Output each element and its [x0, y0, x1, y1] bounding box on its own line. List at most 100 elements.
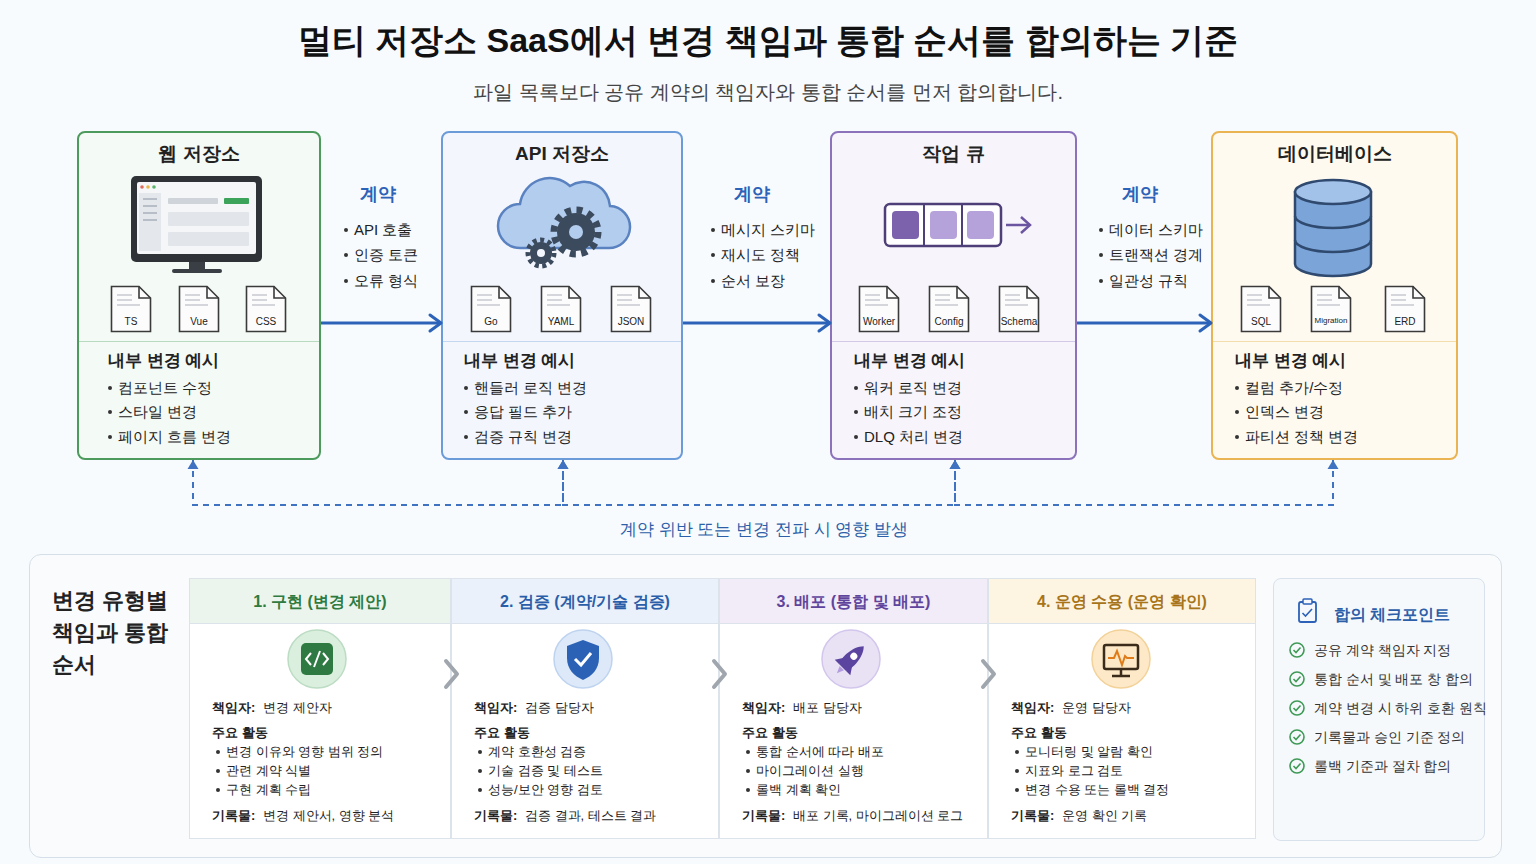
bullet-dot: [478, 769, 482, 773]
green-button: [224, 198, 249, 204]
queue-divider: [923, 204, 925, 246]
file-line: [477, 294, 492, 296]
node-text: 주요 활동: [474, 725, 530, 741]
bullet-dot: [746, 769, 750, 773]
bullet-dot: [108, 386, 112, 390]
icon-circle: [554, 630, 612, 688]
node-text: 내부 변경 예시: [464, 351, 575, 371]
monitor-base: [172, 269, 222, 273]
icon-circle: [1092, 630, 1150, 688]
check-mark: [1294, 735, 1301, 740]
content-card: [168, 212, 249, 226]
node-text: 기록물:: [212, 808, 255, 824]
node-heading: TS: [125, 316, 138, 328]
bullet-dot: [478, 750, 482, 754]
icon-circle: [822, 630, 880, 688]
bullet-dot: [464, 410, 468, 414]
queue-item: [892, 211, 919, 239]
node-heading: 2. 검증 (계약/기술 검증): [452, 592, 718, 611]
check-icon: [1290, 643, 1304, 657]
file-line: [117, 294, 132, 296]
node-heading: Worker: [863, 316, 895, 328]
file-line: [185, 304, 208, 306]
file-fold: [569, 287, 581, 299]
file-icon: Schema: [998, 285, 1040, 333]
bullet-text: 검증 규칙 변경: [474, 428, 572, 446]
sidebar-line: [143, 205, 157, 207]
gear-teeth: [554, 210, 598, 254]
window-dot: [146, 185, 150, 189]
bullet-dot: [711, 279, 715, 283]
contract-item: 일관성 규칙: [1109, 272, 1188, 290]
node-text: 검증 결과, 테스트 결과: [525, 808, 656, 824]
bullet-text: 지표와 로그 검토: [1025, 763, 1123, 779]
arrow-head: [950, 460, 961, 469]
node-text: 책임자:: [1011, 700, 1054, 716]
bullet-dot: [216, 769, 220, 773]
file-page: [930, 287, 969, 332]
node-heading: Go: [484, 316, 497, 328]
rocket-window: [849, 651, 859, 661]
content-bar: [168, 198, 218, 204]
file-line: [617, 304, 640, 306]
node-heading: 4. 운영 수용 (운영 확인): [989, 592, 1255, 611]
monitor-stand: [189, 262, 205, 270]
file-line: [935, 304, 958, 306]
file-shape: [1310, 285, 1352, 333]
divider: [79, 341, 319, 342]
content-card: [168, 232, 249, 246]
file-icon: CSS: [245, 285, 287, 333]
bullet-text: 응답 필드 추가: [474, 403, 572, 421]
file-icon: Worker: [858, 285, 900, 333]
clipboard-check: [1303, 609, 1313, 616]
queue-arrow-head: [1021, 217, 1030, 233]
node-text: 내부 변경 예시: [108, 351, 219, 371]
file-line: [935, 299, 950, 301]
rocket-fin: [835, 653, 846, 664]
bullet-text: 컬럼 추가/수정: [1245, 379, 1343, 397]
contract-arrow: [321, 322, 441, 325]
file-icon: Migration: [1310, 285, 1352, 333]
check-mark: [1294, 764, 1301, 769]
node-text: 변경 제안서, 영향 분석: [263, 808, 394, 824]
bullet-dot: [344, 253, 348, 257]
bullet-dot: [1015, 788, 1019, 792]
file-page: [180, 287, 219, 332]
step-card: 4. 운영 수용 (운영 확인)책임자:운영 담당자주요 활동모니터링 및 알람…: [988, 578, 1256, 839]
file-line: [547, 299, 562, 301]
file-page: [472, 287, 511, 332]
node-heading: Schema: [1001, 316, 1038, 328]
file-line: [477, 299, 492, 301]
bullet-text: 배치 크기 조정: [864, 403, 962, 421]
node-text: 기록물과 승인 기준 정의: [1314, 730, 1465, 746]
bullet-dot: [1099, 228, 1103, 232]
check-icon: [1290, 759, 1304, 773]
sidebar-line: [143, 198, 157, 200]
arrow-head: [558, 460, 569, 469]
clipboard-clip: [1303, 599, 1312, 604]
bullet-text: 스타일 변경: [118, 403, 197, 421]
bullet-dot: [1099, 279, 1103, 283]
arrow-head: [188, 460, 199, 469]
bullet-text: 변경 이유와 영향 범위 정의: [226, 744, 383, 760]
bullet-dot: [108, 410, 112, 414]
bullet-dot: [344, 279, 348, 283]
clipboard-icon: [1299, 602, 1316, 622]
check-icon: [1290, 672, 1304, 686]
code-icon: [301, 643, 333, 675]
bullet-dot: [1235, 435, 1239, 439]
step-chevron: [714, 661, 725, 687]
file-line: [1247, 294, 1262, 296]
gear: [530, 242, 552, 264]
check-icon: [1290, 730, 1304, 744]
bullet-dot: [108, 435, 112, 439]
bullet-text: 변경 수용 또는 롤백 결정: [1025, 782, 1169, 798]
step-card: 2. 검증 (계약/기술 검증)책임자:검증 담당자주요 활동계약 호환성 검증…: [451, 578, 719, 839]
file-icon: Go: [470, 285, 512, 333]
file-line: [1391, 299, 1406, 301]
bullet-text: 통합 순서에 따라 배포: [756, 744, 884, 760]
node-heading: 작업 큐: [832, 143, 1075, 166]
file-line: [1317, 294, 1332, 296]
note-label: 계약 위반 또는 변경 전파 시 영향 발생: [464, 520, 1064, 540]
file-icon: YAML: [540, 285, 582, 333]
